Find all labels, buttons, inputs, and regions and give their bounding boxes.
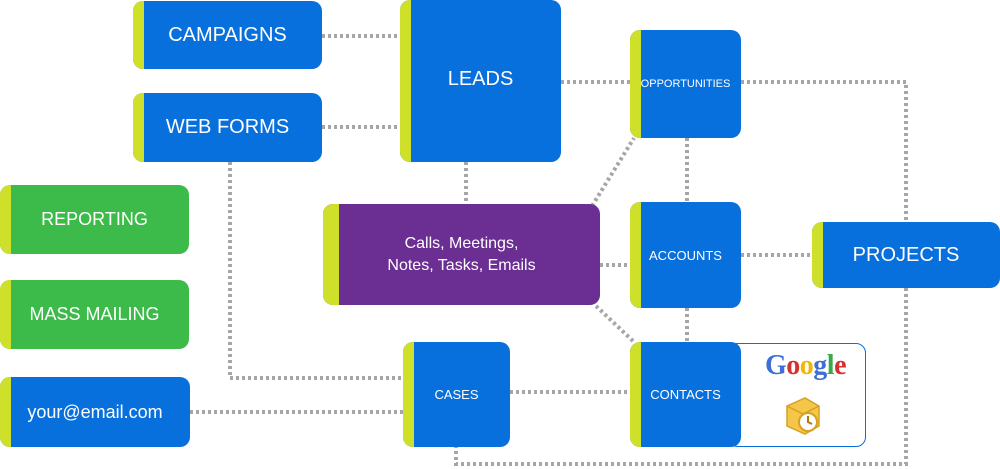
activities-line-1: Calls, Meetings, bbox=[404, 234, 519, 252]
google-logo: Google bbox=[765, 350, 846, 381]
accent-stripe bbox=[0, 185, 11, 254]
accent-stripe bbox=[630, 30, 641, 138]
accounts-label: ACCOUNTS bbox=[649, 247, 722, 263]
accent-stripe bbox=[0, 280, 11, 349]
activities-line-2: Notes, Tasks, Emails bbox=[387, 256, 536, 274]
leads-node[interactable]: LEADS bbox=[400, 0, 561, 162]
link-opportunities-projects bbox=[741, 80, 908, 222]
integration-logos-panel: Google bbox=[728, 343, 866, 447]
web-forms-label: WEB FORMS bbox=[165, 116, 290, 138]
accent-stripe bbox=[812, 222, 823, 288]
accent-stripe bbox=[323, 204, 339, 305]
accent-stripe bbox=[133, 93, 144, 162]
opportunities-node[interactable]: OPPORTUNITIES bbox=[630, 30, 741, 138]
leads-label: LEADS bbox=[447, 68, 514, 90]
link-activities-contacts bbox=[594, 304, 636, 344]
email-node[interactable]: your@email.com bbox=[0, 377, 190, 447]
link-webforms-cases bbox=[228, 162, 403, 380]
link-activities-opportunities bbox=[590, 136, 636, 208]
cases-label: CASES bbox=[434, 387, 479, 402]
accent-stripe bbox=[400, 0, 411, 162]
accent-stripe bbox=[403, 342, 414, 447]
campaigns-node[interactable]: CAMPAIGNS bbox=[133, 1, 322, 69]
accent-stripe bbox=[133, 1, 144, 69]
reporting-node[interactable]: REPORTING bbox=[0, 185, 189, 254]
outlook-icon bbox=[786, 397, 820, 435]
accent-stripe bbox=[630, 202, 641, 308]
accent-stripe bbox=[630, 342, 641, 447]
email-label: your@email.com bbox=[27, 401, 163, 422]
accounts-node[interactable]: ACCOUNTS bbox=[630, 202, 741, 308]
reporting-label: REPORTING bbox=[41, 209, 148, 229]
opportunities-label: OPPORTUNITIES bbox=[640, 78, 731, 90]
projects-label: PROJECTS bbox=[852, 243, 960, 266]
activities-label: Calls, Meetings, Notes, Tasks, Emails bbox=[387, 233, 535, 277]
mass-mailing-label: MASS MAILING bbox=[29, 304, 160, 324]
campaigns-label: CAMPAIGNS bbox=[168, 23, 287, 46]
cases-node[interactable]: CASES bbox=[403, 342, 510, 447]
contacts-node[interactable]: CONTACTS bbox=[630, 342, 741, 447]
mass-mailing-node[interactable]: MASS MAILING bbox=[0, 280, 189, 349]
activities-node[interactable]: Calls, Meetings, Notes, Tasks, Emails bbox=[323, 204, 600, 305]
accent-stripe bbox=[0, 377, 11, 447]
web-forms-node[interactable]: WEB FORMS bbox=[133, 93, 322, 162]
contacts-label: CONTACTS bbox=[650, 387, 721, 402]
projects-node[interactable]: PROJECTS bbox=[812, 222, 1000, 288]
